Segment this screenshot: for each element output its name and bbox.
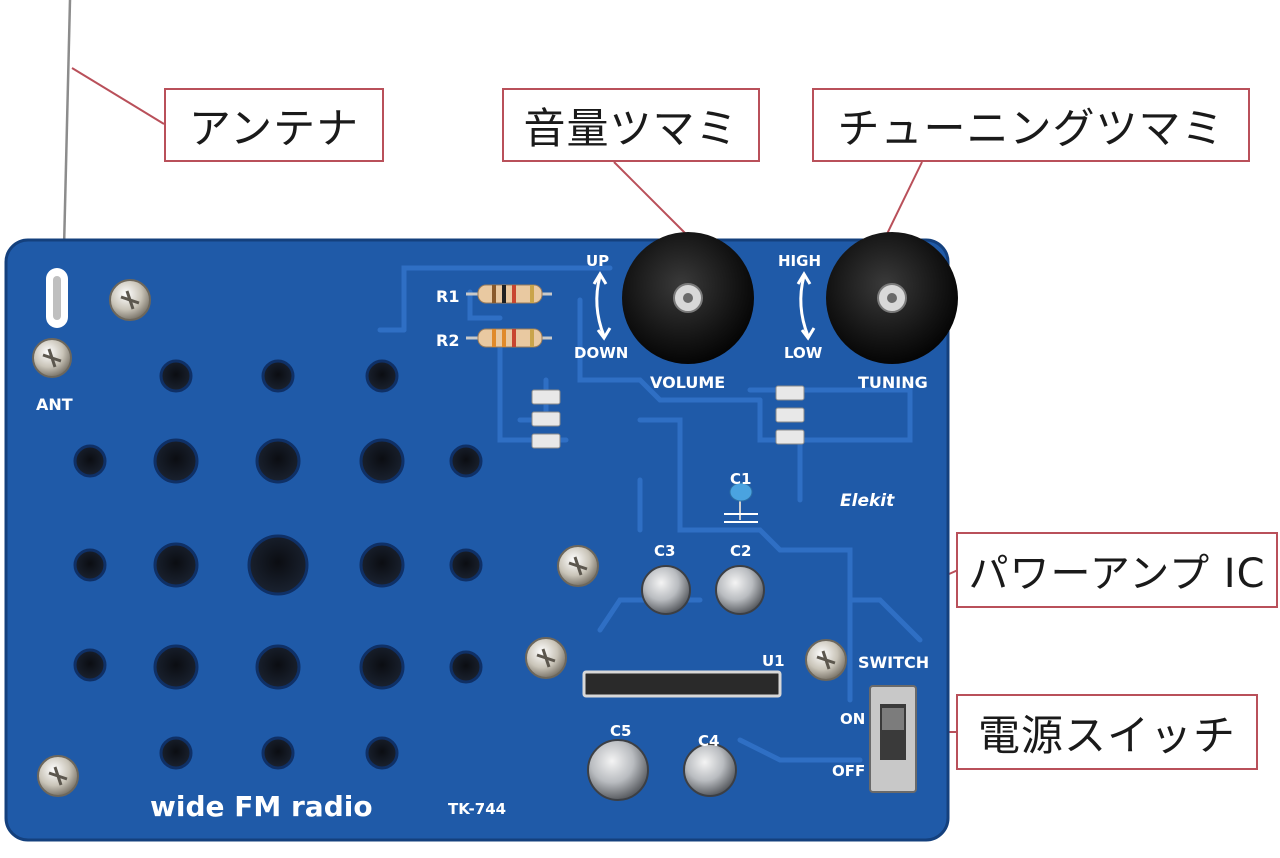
label-off: OFF xyxy=(832,762,865,780)
volume-knob[interactable] xyxy=(622,232,754,364)
electrolytic-capacitors xyxy=(587,565,765,801)
tuning-knob[interactable] xyxy=(826,232,958,364)
screw-terminals xyxy=(32,279,847,797)
speaker-grille xyxy=(73,359,483,770)
label-volume: VOLUME xyxy=(650,373,725,392)
label-up: UP xyxy=(586,252,609,270)
antenna-wire xyxy=(62,0,72,249)
power-amp-ic xyxy=(582,670,782,698)
label-c2: C2 xyxy=(730,542,751,560)
direction-arrows xyxy=(592,271,816,341)
label-on: ON xyxy=(840,710,865,728)
callout-power-switch: 電源スイッチ xyxy=(956,694,1258,770)
label-high: HIGH xyxy=(778,252,821,270)
label-low: LOW xyxy=(784,344,823,362)
label-ant: ANT xyxy=(36,395,73,414)
callout-power-amp-ic: パワーアンプ IC xyxy=(956,532,1278,608)
label-c5: C5 xyxy=(610,722,631,740)
label-switch: SWITCH xyxy=(858,653,929,672)
callout-volume-knob: 音量ツマミ xyxy=(502,88,760,162)
label-c1: C1 xyxy=(730,470,751,488)
label-down: DOWN xyxy=(574,344,628,362)
brand-logo: Elekit xyxy=(840,491,895,511)
callout-antenna: アンテナ xyxy=(164,88,384,162)
label-r1: R1 xyxy=(436,287,459,306)
label-c3: C3 xyxy=(654,542,675,560)
label-c4: C4 xyxy=(698,732,719,750)
board-title: wide FM radio xyxy=(150,790,373,823)
label-model: TK-744 xyxy=(448,800,506,818)
power-switch[interactable] xyxy=(869,685,917,793)
smd-components xyxy=(531,385,805,449)
callout-tuning-knob: チューニングツマミ xyxy=(812,88,1250,162)
label-tuning: TUNING xyxy=(858,373,928,392)
capacitor-c1 xyxy=(724,482,758,523)
resistors xyxy=(466,284,552,348)
label-u1: U1 xyxy=(762,652,785,670)
label-r2: R2 xyxy=(436,331,459,350)
